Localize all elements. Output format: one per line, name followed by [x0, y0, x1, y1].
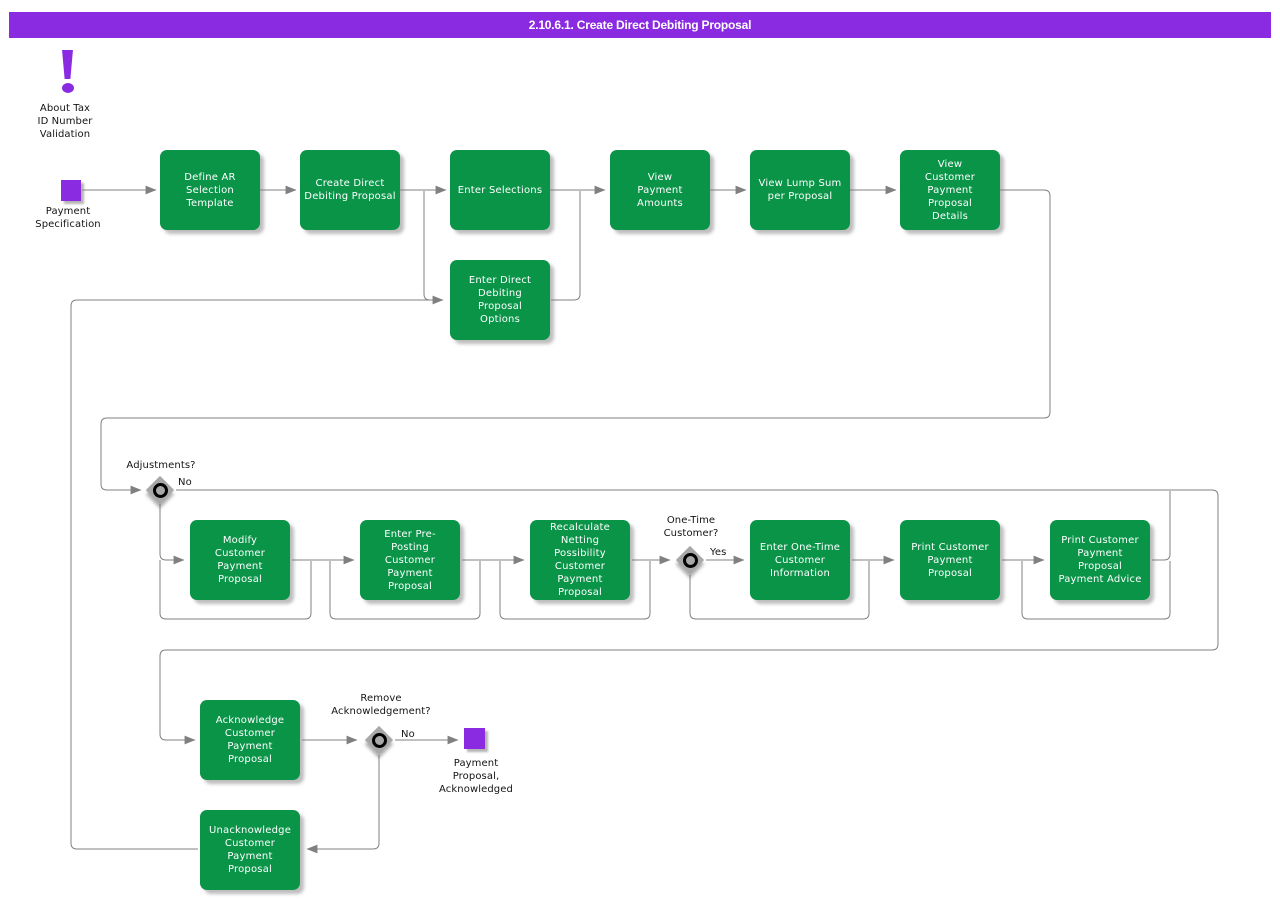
- connector-details-to-adjustments: [100, 189, 1051, 495]
- decision-adjustments-answer: No: [178, 477, 192, 488]
- decision-one-time-customer-icon: [675, 545, 705, 575]
- decision-one-time-customer-answer: Yes: [710, 547, 727, 558]
- task-enter-pre-posting-customer-payment-proposal[interactable]: Enter Pre- Posting Customer Payment Prop…: [360, 520, 460, 600]
- decision-remove-acknowledgement-answer: No: [401, 729, 415, 740]
- end-node-label: Payment Proposal, Acknowledged: [439, 758, 513, 795]
- connector-branch-to-options: [423, 191, 431, 301]
- connector-remove-to-unacknowledge: [306, 755, 380, 854]
- decision-adjustments-question: Adjustments?: [126, 460, 196, 471]
- start-node: [61, 180, 81, 201]
- decision-circle-glyph: [682, 552, 698, 568]
- task-define-ar-selection-template[interactable]: Define AR Selection Template: [160, 150, 260, 230]
- decision-remove-acknowledgement-question: Remove Acknowledgement?: [331, 693, 431, 717]
- task-print-customer-payment-proposal[interactable]: Print Customer Payment Proposal: [900, 520, 1000, 600]
- connector-advice-up-to-no-line: [1152, 491, 1171, 561]
- end-node: [464, 728, 485, 749]
- connector-bypass-preposting: [329, 561, 481, 620]
- task-unacknowledge-customer-payment-proposal[interactable]: Unacknowledge Customer Payment Proposal: [200, 810, 300, 890]
- task-view-customer-payment-proposal-details[interactable]: View Customer Payment Proposal Details: [900, 150, 1000, 230]
- task-create-direct-debiting-proposal[interactable]: Create Direct Debiting Proposal: [300, 150, 400, 230]
- task-enter-one-time-customer-information[interactable]: Enter One-Time Customer Information: [750, 520, 850, 600]
- diagram-title-bar: 2.10.6.1. Create Direct Debiting Proposa…: [9, 12, 1271, 38]
- task-print-customer-payment-proposal-payment-advice[interactable]: Print Customer Payment Proposal Payment …: [1050, 520, 1150, 600]
- decision-one-time-customer-question: One-Time Customer?: [663, 515, 719, 539]
- decision-circle-glyph: [152, 482, 168, 498]
- annotation-label: About Tax ID Number Validation: [37, 103, 93, 140]
- connector-bypass-advice: [1021, 561, 1171, 620]
- connector-adjustments-to-modify: [159, 504, 185, 565]
- connector-adjustments-no-to-acknowledge: [159, 489, 1219, 745]
- connector-options-rejoin: [551, 191, 581, 301]
- task-recalculate-netting-possibility[interactable]: Recalculate Netting Possibility Customer…: [530, 520, 630, 600]
- exclamation-icon: [62, 50, 73, 79]
- connector-onetime-bypass: [689, 561, 870, 620]
- connector-unacknowledge-return-to-options: [70, 295, 444, 850]
- connector-bypass-recalculate: [499, 561, 651, 620]
- task-view-payment-amounts[interactable]: View Payment Amounts: [610, 150, 710, 230]
- task-view-lump-sum-per-proposal[interactable]: View Lump Sum per Proposal: [750, 150, 850, 230]
- start-node-label: Payment Specification: [35, 206, 101, 230]
- connector-bypass-modify: [159, 560, 312, 620]
- decision-remove-acknowledgement-icon: [364, 725, 394, 755]
- task-enter-direct-debiting-proposal-options[interactable]: Enter Direct Debiting Proposal Options: [450, 260, 550, 340]
- task-enter-selections[interactable]: Enter Selections: [450, 150, 550, 230]
- diagram-title: 2.10.6.1. Create Direct Debiting Proposa…: [528, 18, 752, 32]
- task-modify-customer-payment-proposal[interactable]: Modify Customer Payment Proposal: [190, 520, 290, 600]
- exclamation-icon-dot: [62, 83, 74, 93]
- decision-circle-glyph: [371, 732, 387, 748]
- task-acknowledge-customer-payment-proposal[interactable]: Acknowledge Customer Payment Proposal: [200, 700, 300, 780]
- decision-adjustments-icon: [145, 475, 175, 505]
